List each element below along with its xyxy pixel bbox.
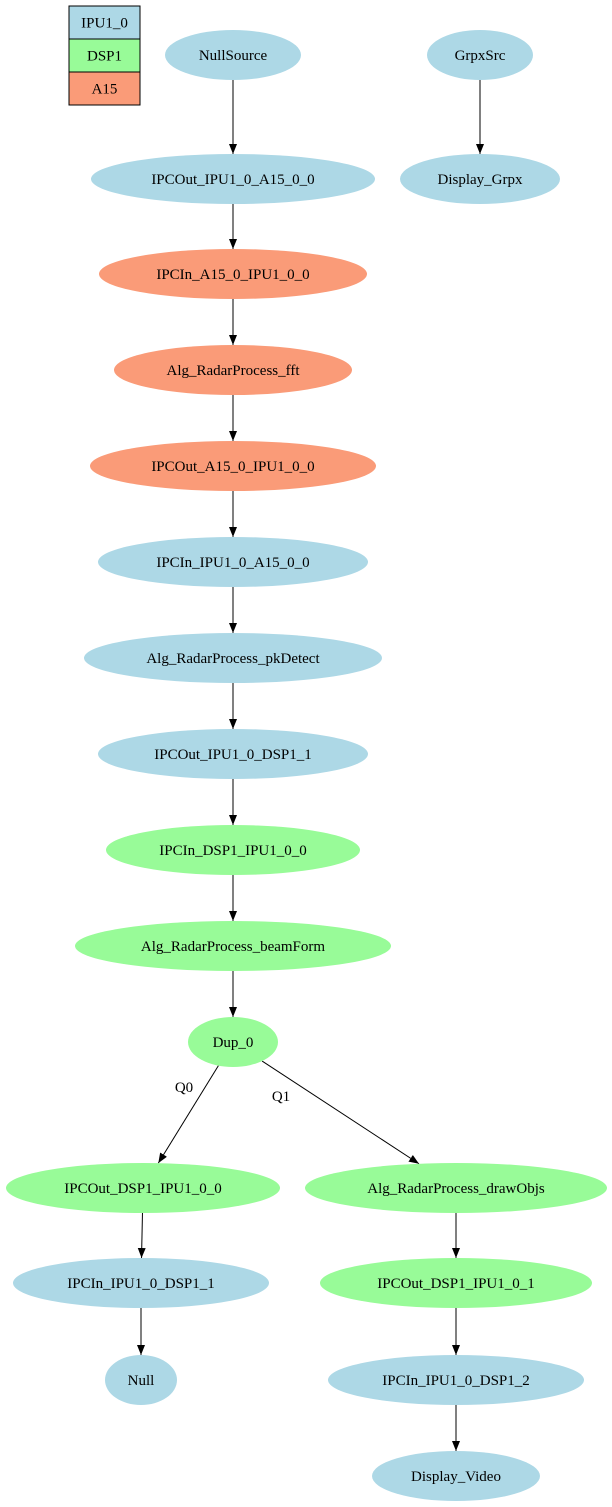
node-ellipse[interactable] bbox=[75, 921, 391, 971]
node-label: IPCIn_IPU1_0_DSP1_2 bbox=[382, 1373, 530, 1389]
legend-swatch bbox=[68, 5, 141, 40]
node-ellipse[interactable] bbox=[328, 1355, 584, 1405]
edge-dup-0-to-ipcout-dsp1-ipu1-0-0: Q0 bbox=[157, 1065, 219, 1164]
node-ellipse[interactable] bbox=[320, 1258, 592, 1308]
node-ellipse[interactable] bbox=[99, 249, 367, 299]
edge-label-q1: Q1 bbox=[272, 1089, 290, 1105]
node-ellipse[interactable] bbox=[165, 30, 301, 80]
node-ipcout-dsp1-ipu1-0-1[interactable]: IPCOut_DSP1_IPU1_0_1 bbox=[320, 1258, 592, 1308]
node-nullsource[interactable]: NullSource bbox=[165, 30, 301, 80]
node-label: Alg_RadarProcess_pkDetect bbox=[146, 651, 320, 667]
node-ipcout-ipu1-0-a15-0-0[interactable]: IPCOut_IPU1_0_A15_0_0 bbox=[91, 154, 375, 204]
node-ipcout-a15-0-ipu1-0-0[interactable]: IPCOut_A15_0_IPU1_0_0 bbox=[90, 441, 376, 491]
node-grpxsrc[interactable]: GrpxSrc bbox=[427, 30, 533, 80]
node-label: NullSource bbox=[199, 48, 268, 64]
node-ellipse[interactable] bbox=[91, 154, 375, 204]
node-ellipse[interactable] bbox=[106, 825, 360, 875]
node-label: Dup_0 bbox=[213, 1035, 254, 1051]
node-label: IPCIn_DSP1_IPU1_0_0 bbox=[159, 843, 307, 859]
node-label: IPCIn_IPU1_0_DSP1_1 bbox=[67, 1276, 215, 1292]
node-label: IPCOut_IPU1_0_A15_0_0 bbox=[151, 172, 314, 188]
node-alg-radarprocess-beamform[interactable]: Alg_RadarProcess_beamForm bbox=[75, 921, 391, 971]
node-label: Alg_RadarProcess_beamForm bbox=[141, 939, 325, 955]
node-alg-radarprocess-fft[interactable]: Alg_RadarProcess_fft bbox=[114, 345, 352, 395]
node-label: IPCIn_A15_0_IPU1_0_0 bbox=[156, 267, 309, 283]
node-ipcout-dsp1-ipu1-0-0[interactable]: IPCOut_DSP1_IPU1_0_0 bbox=[6, 1163, 280, 1213]
edge-arrow bbox=[137, 1212, 146, 1259]
legend-label: DSP1 bbox=[87, 49, 122, 65]
node-ipcin-ipu1-0-dsp1-2[interactable]: IPCIn_IPU1_0_DSP1_2 bbox=[328, 1355, 584, 1405]
node-label: Null bbox=[128, 1373, 155, 1389]
nodes: NullSourceIPCOut_IPU1_0_A15_0_0IPCIn_A15… bbox=[6, 30, 607, 1501]
node-ellipse[interactable] bbox=[98, 537, 368, 587]
node-alg-radarprocess-drawobjs[interactable]: Alg_RadarProcess_drawObjs bbox=[305, 1163, 607, 1213]
legend-item-ipu1-0: IPU1_0 bbox=[68, 5, 141, 40]
node-ellipse[interactable] bbox=[188, 1017, 278, 1067]
node-ellipse[interactable] bbox=[90, 441, 376, 491]
node-display-video[interactable]: Display_Video bbox=[372, 1451, 540, 1501]
legend-item-a15: A15 bbox=[68, 71, 141, 106]
node-ipcin-ipu1-0-dsp1-1[interactable]: IPCIn_IPU1_0_DSP1_1 bbox=[13, 1258, 269, 1308]
node-ellipse[interactable] bbox=[305, 1163, 607, 1213]
legend-label: IPU1_0 bbox=[81, 16, 128, 32]
node-ellipse[interactable] bbox=[84, 633, 382, 683]
node-ipcin-dsp1-ipu1-0-0[interactable]: IPCIn_DSP1_IPU1_0_0 bbox=[106, 825, 360, 875]
node-label: IPCOut_A15_0_IPU1_0_0 bbox=[151, 459, 314, 475]
legend-swatch bbox=[68, 71, 141, 106]
legend-item-dsp1: DSP1 bbox=[68, 38, 141, 73]
node-label: GrpxSrc bbox=[455, 48, 506, 64]
legend-label: A15 bbox=[92, 82, 118, 98]
node-ellipse[interactable] bbox=[98, 729, 368, 779]
node-ellipse[interactable] bbox=[114, 345, 352, 395]
edge-arrow bbox=[261, 1060, 420, 1165]
node-dup-0[interactable]: Dup_0 bbox=[188, 1017, 278, 1067]
node-display-grpx[interactable]: Display_Grpx bbox=[400, 154, 560, 204]
node-ipcout-ipu1-0-dsp1-1[interactable]: IPCOut_IPU1_0_DSP1_1 bbox=[98, 729, 368, 779]
node-ellipse[interactable] bbox=[6, 1163, 280, 1213]
node-ellipse[interactable] bbox=[105, 1355, 177, 1405]
node-label: IPCOut_IPU1_0_DSP1_1 bbox=[154, 747, 312, 763]
node-label: Alg_RadarProcess_fft bbox=[166, 363, 300, 379]
node-label: IPCOut_DSP1_IPU1_0_1 bbox=[377, 1276, 535, 1292]
node-label: Display_Video bbox=[411, 1469, 501, 1485]
node-ellipse[interactable] bbox=[372, 1451, 540, 1501]
legend-swatch bbox=[68, 38, 141, 73]
edge-ipcout-dsp1-ipu1-0-0-to-ipcin-ipu1-0-dsp1-1 bbox=[137, 1212, 146, 1259]
node-ellipse[interactable] bbox=[13, 1258, 269, 1308]
edge-arrow bbox=[157, 1065, 219, 1164]
edge-dup-0-to-alg-radarprocess-drawobjs: Q1 bbox=[261, 1060, 420, 1165]
node-ellipse[interactable] bbox=[400, 154, 560, 204]
node-ipcin-ipu1-0-a15-0-0[interactable]: IPCIn_IPU1_0_A15_0_0 bbox=[98, 537, 368, 587]
node-label: IPCIn_IPU1_0_A15_0_0 bbox=[156, 555, 309, 571]
edge-label-q0: Q0 bbox=[175, 1080, 193, 1096]
node-null[interactable]: Null bbox=[105, 1355, 177, 1405]
node-ellipse[interactable] bbox=[427, 30, 533, 80]
node-label: Display_Grpx bbox=[438, 172, 523, 188]
node-alg-radarprocess-pkdetect[interactable]: Alg_RadarProcess_pkDetect bbox=[84, 633, 382, 683]
node-ipcin-a15-0-ipu1-0-0[interactable]: IPCIn_A15_0_IPU1_0_0 bbox=[99, 249, 367, 299]
node-label: IPCOut_DSP1_IPU1_0_0 bbox=[64, 1181, 222, 1197]
node-label: Alg_RadarProcess_drawObjs bbox=[367, 1181, 545, 1197]
